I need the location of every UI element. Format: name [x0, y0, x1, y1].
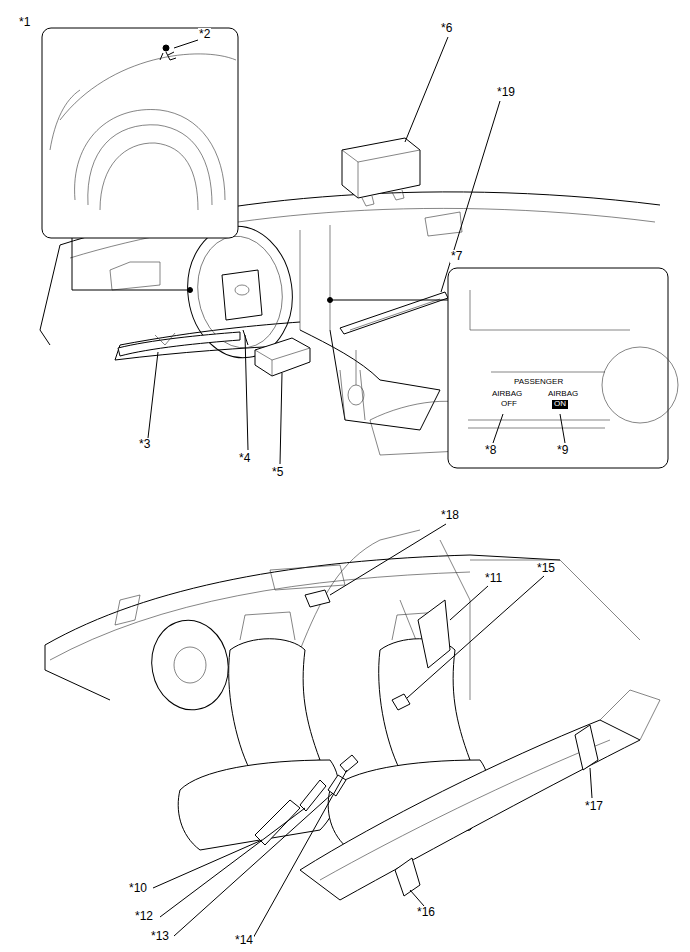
callout-number: *7 [450, 250, 463, 263]
indicator-text: OFF [500, 400, 518, 409]
callout-number: *11 [484, 572, 503, 585]
callout-number: *6 [440, 22, 453, 35]
callout-number: *9 [556, 444, 569, 457]
callout-number: *19 [496, 86, 516, 99]
callout-number: *4 [238, 452, 251, 465]
callout-number: *3 [138, 438, 151, 451]
callout-number: *2 [198, 28, 211, 41]
callout-number: *10 [128, 882, 148, 895]
callout-number: *8 [484, 444, 497, 457]
dashboard-drawing [40, 28, 678, 468]
indicator-text: ON [552, 400, 568, 409]
indicator-text: AIRBAG [547, 390, 579, 399]
callout-number: *1 [18, 16, 31, 29]
callout-number: *5 [271, 466, 284, 479]
callout-number: *14 [234, 934, 254, 947]
cabin-drawing [45, 524, 660, 940]
callout-number: *15 [536, 562, 556, 575]
callout-number: *17 [584, 800, 604, 813]
indicator-text: AIRBAG [491, 390, 523, 399]
callout-number: *12 [134, 910, 154, 923]
callout-number: *13 [150, 930, 170, 943]
callout-number: *16 [416, 906, 436, 919]
indicator-text: PASSENGER [513, 378, 564, 387]
callout-number: *18 [440, 509, 460, 522]
